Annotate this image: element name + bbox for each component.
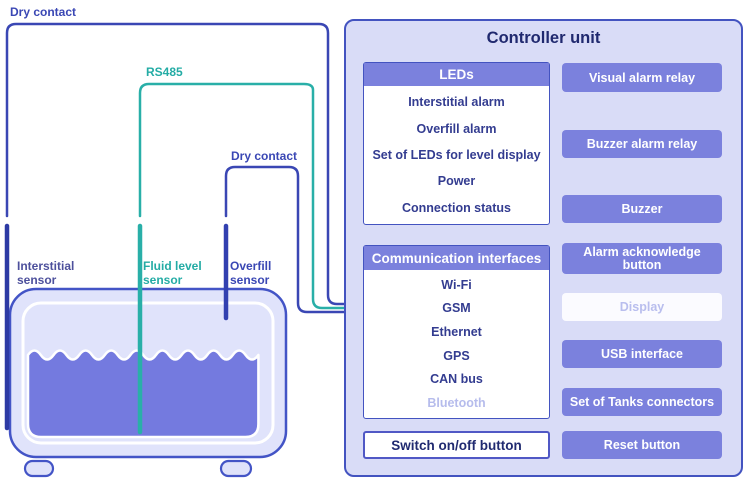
comm-item: GPS [443,348,470,363]
display-block-disabled: Display [562,293,722,321]
overfill-sensor-label: Overfill sensor [230,259,272,287]
comm-item: GSM [442,301,471,316]
led-item: Interstitial alarm [408,95,505,110]
tank-foot-left [23,459,55,478]
led-item: Set of LEDs for level display [372,147,541,162]
tank-inner-wall [21,301,275,445]
tank-liquid [26,349,260,439]
communication-interfaces-list: Wi-Fi GSM Ethernet GPS CAN bus Bluetooth [364,270,549,418]
leds-box: LEDs Interstitial alarm Overfill alarm S… [363,62,550,225]
led-item: Power [437,174,476,189]
comm-item: Wi-Fi [441,277,472,292]
comm-item-bluetooth-disabled: Bluetooth [427,396,486,411]
dry-contact-mid-label: Dry contact [231,149,298,163]
fluid-level-sensor-label: Fluid level sensor [143,259,202,287]
led-item: Overfill alarm [416,121,497,136]
controller-unit-title: Controller unit [486,29,601,47]
comm-item: CAN bus [430,372,483,387]
dry-contact-top-label: Dry contact [10,5,77,19]
visual-alarm-relay-block: Visual alarm relay [562,63,722,92]
led-item: Connection status [401,200,512,215]
switch-on-off-button: Switch on/off button [363,431,550,459]
leds-header: LEDs [364,63,549,86]
leds-list: Interstitial alarm Overfill alarm Set of… [364,86,549,224]
reset-button-block: Reset button [562,431,722,459]
usb-interface-block: USB interface [562,340,722,368]
rs485-label: RS485 [146,65,183,79]
controller-unit-panel: Controller unit LEDs Interstitial alarm … [344,19,743,477]
buzzer-block: Buzzer [562,195,722,223]
dry-contact-wire-top [5,22,349,306]
communication-interfaces-box: Communication interfaces Wi-Fi GSM Ether… [363,245,550,419]
tanks-connectors-block: Set of Tanks connectors [562,388,722,416]
rs485-wire [138,82,349,310]
communication-interfaces-header: Communication interfaces [364,246,549,270]
buzzer-alarm-relay-block: Buzzer alarm relay [562,130,722,158]
comm-item: Ethernet [431,325,482,340]
tank-foot-right [219,459,253,478]
alarm-acknowledge-button-block: Alarm acknowledge button [562,243,722,274]
interstitial-sensor-label: Interstitial sensor [17,259,75,287]
dry-contact-wire-mid [224,165,349,314]
